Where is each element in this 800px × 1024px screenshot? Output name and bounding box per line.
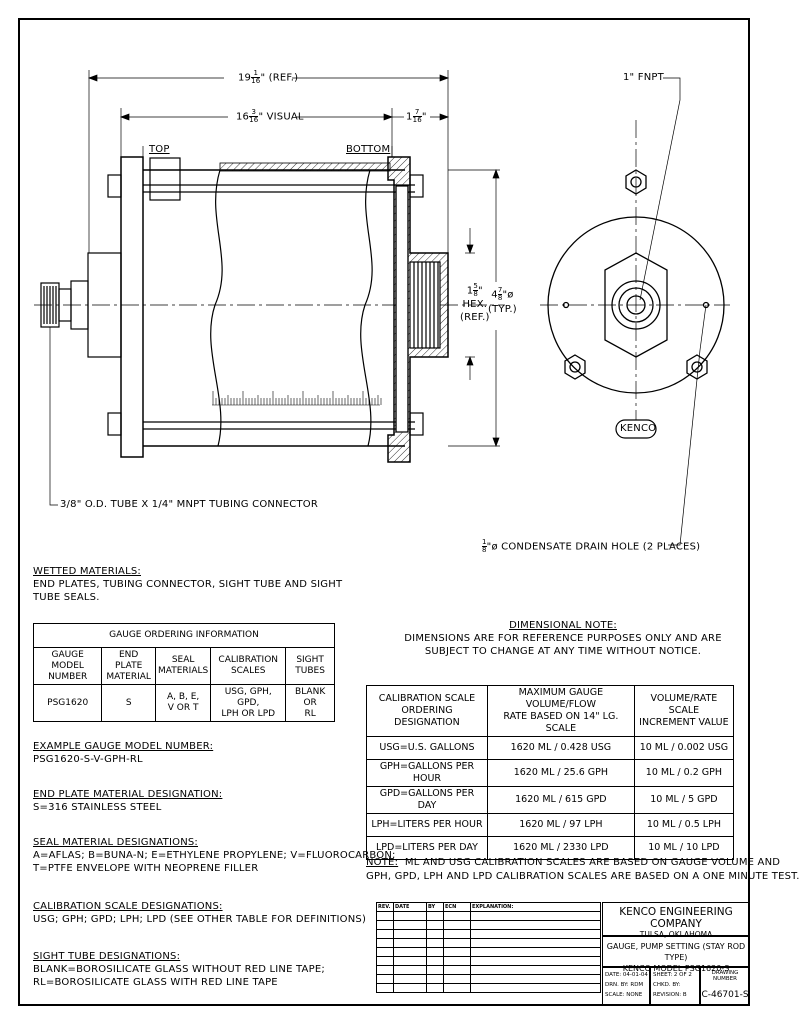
table-cell: 10 ML / 0.002 USG bbox=[633, 736, 735, 760]
table-cell: USG=U.S. GALLONS bbox=[366, 736, 488, 760]
dimension-lines bbox=[49, 70, 500, 506]
table-row: LPH=LITERS PER HOUR 1620 ML / 97 LPH 10 … bbox=[366, 813, 735, 837]
table-caption: GAUGE ORDERING INFORMATION bbox=[33, 623, 335, 648]
table-row: GPD=GALLONS PER DAY 1620 ML / 615 GPD 10… bbox=[366, 786, 735, 814]
table-cell: PSG1620 bbox=[32, 684, 103, 722]
explanation-header: EXPLANATION: bbox=[470, 902, 601, 912]
table-cell: S bbox=[101, 684, 157, 722]
kenco-logo-text: KENCO bbox=[620, 423, 657, 434]
revision-table: REV. DATE BY ECN EXPLANATION: bbox=[376, 902, 601, 993]
end-plate-note: END PLATE MATERIAL DESIGNATION: S=316 ST… bbox=[33, 789, 223, 813]
top-label: TOP bbox=[149, 144, 170, 155]
table-cell: 1620 ML / 0.428 USG bbox=[486, 736, 635, 760]
rev-header: REV. bbox=[376, 902, 394, 912]
table-cell: 10 ML / 0.5 LPH bbox=[633, 813, 735, 837]
calibration-scale-note: CALIBRATION SCALE DESIGNATIONS: USG; GPH… bbox=[33, 901, 367, 925]
company-block: KENCO ENGINEERING COMPANY TULSA, OKLAHOM… bbox=[602, 902, 750, 939]
table-cell: A, B, E,V OR T bbox=[155, 684, 212, 722]
table-row: GPH=GALLONS PER HOUR 1620 ML / 25.6 GPH … bbox=[366, 759, 735, 787]
fnpt-label: 1" FNPT bbox=[623, 72, 664, 83]
table-cell: 1620 ML / 2330 LPD bbox=[486, 836, 635, 860]
tubing-connector-callout: 3/8" O.D. TUBE X 1/4" MNPT TUBING CONNEC… bbox=[60, 499, 318, 510]
end-view bbox=[540, 77, 730, 546]
wetted-materials: WETTED MATERIALS: END PLATES, TUBING CON… bbox=[33, 566, 343, 603]
drawing-border bbox=[18, 18, 750, 1006]
kenco-logo bbox=[615, 419, 657, 439]
calibration-basis-note: NOTE: ML AND USG CALIBRATION SCALES ARE … bbox=[366, 857, 800, 882]
scale-tick-marks bbox=[212, 391, 382, 405]
table-cell: USG, GPH, GPD,LPH OR LPD bbox=[210, 684, 287, 722]
table-row: PSG1620 S A, B, E,V OR T USG, GPH, GPD,L… bbox=[32, 684, 335, 722]
title-block: REV. DATE BY ECN EXPLANATION: KENCO ENGI… bbox=[376, 902, 750, 1006]
table-cell: 1620 ML / 25.6 GPH bbox=[486, 759, 635, 787]
table-cell: 1620 ML / 615 GPD bbox=[486, 786, 635, 814]
table-row: USG=U.S. GALLONS 1620 ML / 0.428 USG 10 … bbox=[366, 736, 735, 760]
sight-tube-note: SIGHT TUBE DESIGNATIONS: BLANK=BOROSILIC… bbox=[33, 951, 325, 988]
table-cell: 1620 ML / 97 LPH bbox=[486, 813, 635, 837]
example-model-note: EXAMPLE GAUGE MODEL NUMBER: PSG1620-S-V-… bbox=[33, 741, 214, 765]
table-cell: GPH=GALLONS PER HOUR bbox=[366, 759, 488, 787]
technical-drawing bbox=[34, 70, 730, 546]
table-row: LPD=LITERS PER DAY 1620 ML / 2330 LPD 10… bbox=[366, 836, 735, 860]
seal-material-note: SEAL MATERIAL DESIGNATIONS: A=AFLAS; B=B… bbox=[33, 837, 396, 874]
ecn-header: ECN bbox=[443, 902, 471, 912]
table-cell: 10 ML / 0.2 GPH bbox=[633, 759, 735, 787]
table-cell: LPH=LITERS PER HOUR bbox=[366, 813, 488, 837]
description-block: GAUGE, PUMP SETTING (STAY ROD TYPE) KENC… bbox=[602, 936, 750, 973]
by-header: BY bbox=[426, 902, 444, 912]
dimensional-note: DIMENSIONAL NOTE: DIMENSIONS ARE FOR REF… bbox=[404, 620, 722, 657]
side-view bbox=[34, 146, 505, 463]
bottom-label: BOTTOM bbox=[346, 144, 391, 155]
table-cell: GPD=GALLONS PER DAY bbox=[366, 786, 488, 814]
sheet-block: SHEET: 2 OF 2 CHKD. BY: REVISION: B bbox=[650, 967, 700, 1006]
table-cell: 10 ML / 5 GPD bbox=[633, 786, 735, 814]
drawing-number-block: DRAWING NUMBER C-46701-S bbox=[700, 967, 750, 1006]
date-header: DATE bbox=[393, 902, 427, 912]
table-cell: 10 ML / 10 LPD bbox=[633, 836, 735, 860]
table-cell: LPD=LITERS PER DAY bbox=[366, 836, 488, 860]
date-block: DATE: 04-01-04 DRN. BY: RDM SCALE: NONE bbox=[602, 967, 650, 1006]
tubing-connector bbox=[40, 280, 89, 330]
